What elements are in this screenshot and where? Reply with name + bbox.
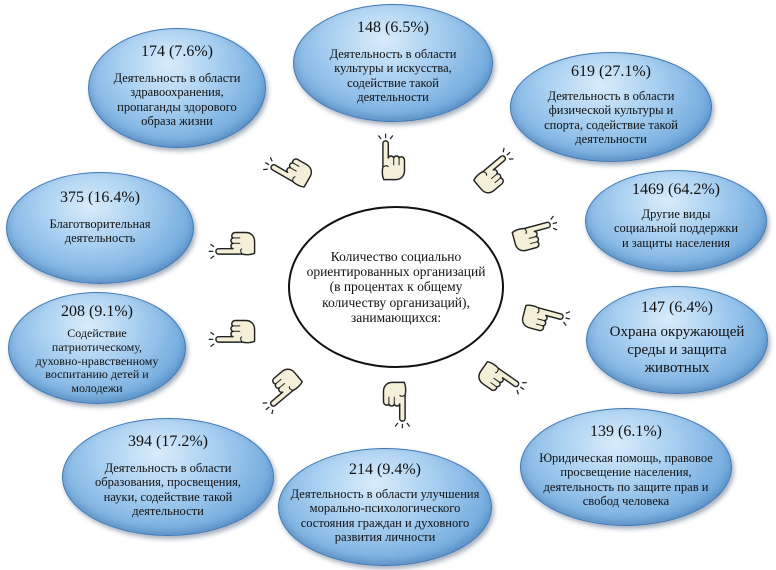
bubble-value: 174 (7.6%) (141, 43, 213, 60)
pointing-hand-icon (468, 147, 522, 194)
bubble-value: 139 (6.1%) (590, 423, 662, 440)
bubble-label: Деятельность в области культуры и искусс… (329, 47, 457, 105)
bubble-social-support: 1469 (64.2%) Другие виды социальной подд… (585, 170, 767, 272)
bubble-value: 1469 (64.2%) (632, 181, 720, 198)
bubble-value: 214 (9.4%) (349, 461, 421, 478)
bubble-charity: 375 (16.4%) Благотворительная деятельнос… (6, 172, 194, 284)
bubble-label: Содействие патриотическому, духовно-нрав… (35, 326, 159, 396)
bubble-value: 375 (16.4%) (60, 189, 140, 206)
bubble-label: Деятельность в области здравоохранения, … (113, 71, 241, 129)
bubble-label: Благотворительная деятельность (49, 217, 151, 246)
pointing-hand-icon (262, 150, 316, 190)
bubble-moral-psychological: 214 (9.4%) Деятельность в области улучше… (278, 448, 492, 566)
bubble-label: Деятельность в области образования, прос… (94, 461, 242, 519)
bubble-healthcare: 174 (7.6%) Деятельность в области здраво… (88, 28, 266, 148)
bubble-value: 619 (27.1%) (571, 63, 651, 80)
bubble-value: 148 (6.5%) (357, 19, 429, 36)
bubble-value: 394 (17.2%) (128, 433, 208, 450)
pointing-hand-icon (518, 298, 572, 338)
bubble-label: Юридическая помощь, правовое просвещение… (539, 451, 713, 509)
bubble-value: 208 (9.1%) (61, 303, 133, 320)
bubble-label: Охрана окружающей среды и защита животны… (609, 324, 745, 376)
pointing-hand-icon (206, 314, 260, 354)
pointing-hand-icon (474, 360, 528, 400)
bubble-label: Деятельность в области улучшения моральн… (290, 487, 480, 545)
bubble-legal-aid: 139 (6.1%) Юридическая помощь, правовое … (520, 408, 732, 526)
pointing-hand-icon (254, 368, 308, 415)
bubble-patriotic: 208 (9.1%) Содействие патриотическому, д… (8, 292, 186, 404)
pointing-hand-icon (370, 381, 424, 429)
bubble-sport: 619 (27.1%) Деятельность в области физич… (510, 52, 712, 162)
pointing-hand-icon (364, 133, 418, 181)
bubble-label: Другие виды социальной поддержки и защит… (613, 207, 739, 250)
center-title-text: Количество социально ориентированных орг… (306, 249, 486, 325)
bubble-label: Деятельность в области физической культу… (544, 89, 678, 147)
center-title: Количество социально ориентированных орг… (288, 206, 504, 368)
bubble-environment: 147 (6.4%) Охрана окружающей среды и защ… (586, 286, 768, 394)
bubble-education: 394 (17.2%) Деятельность в области образ… (62, 418, 274, 536)
pointing-hand-icon (206, 226, 260, 266)
bubble-value: 147 (6.4%) (641, 299, 713, 316)
bubble-culture: 148 (6.5%) Деятельность в области культу… (293, 4, 493, 122)
pointing-hand-icon (508, 214, 562, 254)
